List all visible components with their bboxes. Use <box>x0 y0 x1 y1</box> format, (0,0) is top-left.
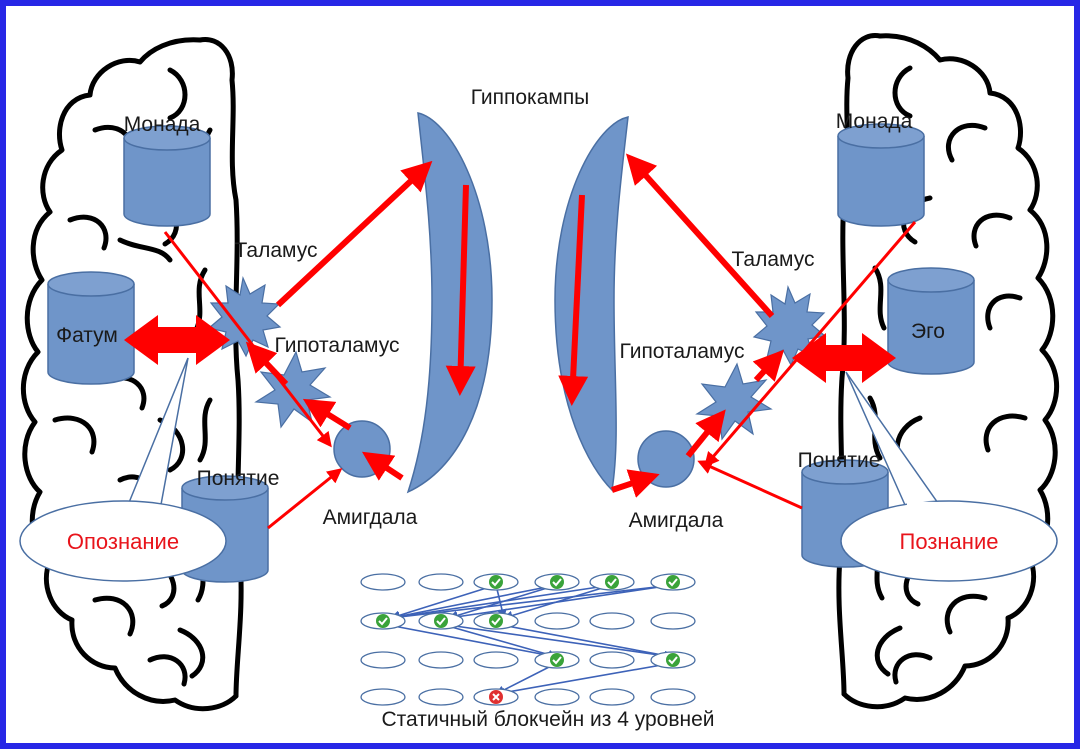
blockchain-grid <box>360 573 696 706</box>
check-icon <box>666 653 680 667</box>
right-hippocampus-arrow <box>558 194 589 406</box>
check-icon <box>605 575 619 589</box>
right-hippocampus-to-amygdala-arrow <box>611 469 660 498</box>
blockchain-link <box>390 584 497 620</box>
blockchain-link <box>382 623 558 661</box>
right-ego-cylinder <box>887 267 975 375</box>
check-mark <box>378 617 388 626</box>
check-mark <box>607 578 617 587</box>
right-monad-label: Монада <box>836 110 913 133</box>
blockchain-block <box>589 688 635 706</box>
check-icon <box>434 614 448 628</box>
check-mark <box>491 617 501 626</box>
blockchain-block <box>418 651 464 669</box>
right-ego-double-arrow <box>792 333 896 383</box>
blockchain-caption: Статичный блокчейн из 4 уровней <box>381 708 714 731</box>
fail-mark <box>492 693 500 701</box>
blockchain-block <box>418 573 464 591</box>
blockchain-block <box>360 573 406 591</box>
left-hypothalamus-star <box>254 350 332 429</box>
left-amygdala-label: Амигдала <box>323 506 418 529</box>
left-hippocampus <box>406 112 493 494</box>
right-monad-to-amygdala-arrow <box>704 221 917 468</box>
blockchain-link <box>390 584 558 622</box>
left-arrows <box>163 160 433 530</box>
blockchain-link <box>440 623 558 660</box>
blockchain-link <box>495 623 674 661</box>
hippocampi-label: Гиппокампы <box>471 86 590 109</box>
left-amygdala-circle <box>333 420 391 478</box>
left-fatum-label: Фатум <box>56 324 118 347</box>
left-callout <box>19 357 227 582</box>
left-hippocampus-arrow <box>445 184 476 396</box>
right-hypothalamus-star <box>695 362 773 441</box>
blockchain-link <box>448 584 558 621</box>
check-icon <box>489 614 503 628</box>
blockchain-block <box>360 688 406 706</box>
check-mark <box>436 617 446 626</box>
left-hippocampus-to-amygdala-arrow <box>361 451 404 481</box>
check-mark <box>668 578 678 587</box>
blockchain-block <box>650 688 696 706</box>
left-concept-label: Понятие <box>197 467 280 490</box>
left-hypothalamus-to-thalamus-arrow <box>245 341 289 387</box>
left-concept-to-amygdala-arrow <box>267 468 343 530</box>
left-monad-label: Монада <box>124 113 201 136</box>
check-mark <box>552 656 562 665</box>
left-fatum-cylinder <box>47 271 135 385</box>
right-concept-label: Понятие <box>798 449 881 472</box>
right-monad-cylinder <box>837 123 925 227</box>
right-callout <box>840 371 1058 582</box>
blockchain-block <box>589 651 635 669</box>
right-thalamus-to-hippocampus-arrow <box>625 153 775 319</box>
check-icon <box>666 575 680 589</box>
left-thalamus-label: Таламус <box>235 239 318 262</box>
blockchain-block <box>360 651 406 669</box>
check-mark <box>552 578 562 587</box>
blockchain-link <box>495 662 674 698</box>
left-hypothalamus-label: Гипоталамус <box>275 334 400 357</box>
left-callout-text: Опознание <box>67 529 179 554</box>
blockchain-block <box>534 612 580 630</box>
right-amygdala-to-hypothalamus-arrow <box>685 409 726 458</box>
check-mark <box>668 656 678 665</box>
right-ego-label: Эго <box>911 320 945 343</box>
check-icon <box>376 614 390 628</box>
left-monad-to-amygdala-arrow <box>163 231 332 448</box>
right-arrows <box>611 153 917 510</box>
blockchain-link <box>503 584 613 621</box>
check-icon <box>550 575 564 589</box>
blockchain-block <box>418 688 464 706</box>
blockchain-link <box>495 662 558 695</box>
right-concept-to-amygdala-arrow <box>697 460 803 510</box>
right-hypothalamus-to-thalamus-arrow <box>752 349 785 383</box>
blockchain-link <box>440 623 674 661</box>
left-monad-cylinder <box>123 125 211 227</box>
right-callout-text: Познание <box>900 529 999 554</box>
left-thalamus-to-hippocampus-arrow <box>275 160 433 308</box>
left-amygdala-to-hypothalamus-arrow <box>302 398 352 431</box>
blockchain-link <box>448 584 674 622</box>
check-icon <box>489 575 503 589</box>
blockchain-block <box>473 651 519 669</box>
blockchain-block <box>534 688 580 706</box>
right-amygdala-label: Амигдала <box>629 509 724 532</box>
left-fatum-double-arrow <box>124 315 230 365</box>
right-thalamus-label: Таламус <box>732 248 815 271</box>
blockchain-block <box>589 612 635 630</box>
check-mark <box>491 578 501 587</box>
check-icon <box>550 653 564 667</box>
right-hippocampus <box>554 116 629 492</box>
right-hypothalamus-label: Гипоталамус <box>620 340 745 363</box>
blockchain-block <box>650 612 696 630</box>
